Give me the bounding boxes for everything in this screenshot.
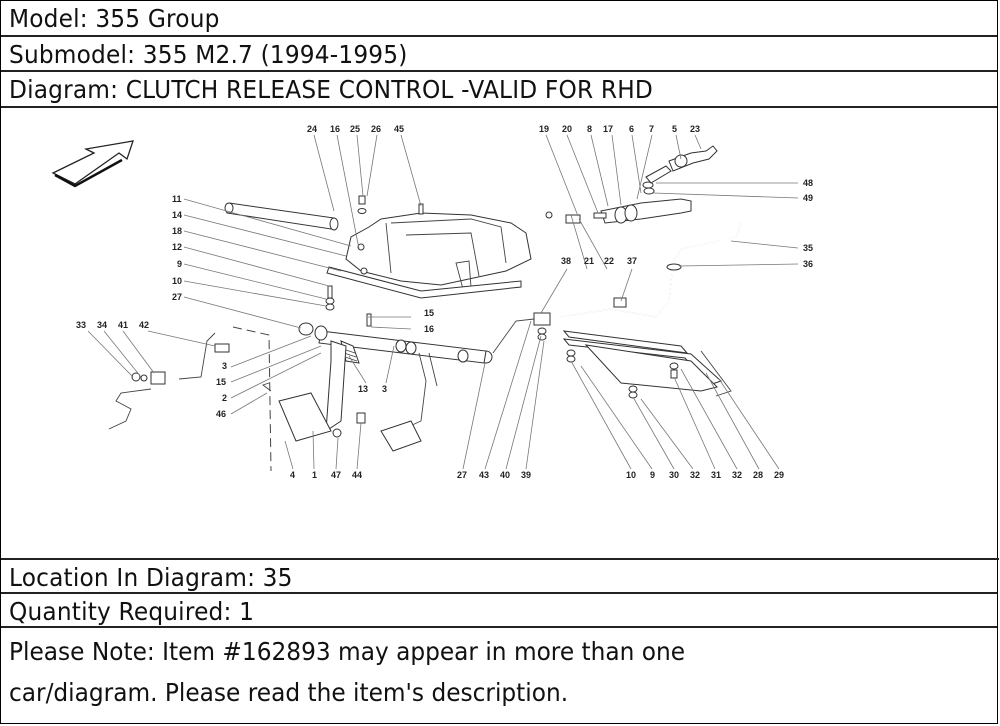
callout: 13 [358,384,368,394]
bracket-plate-part [562,330,732,399]
callout: 10 [626,470,636,480]
callout: 15 [424,308,434,318]
diagram-svg: 24 16 25 26 45 19 20 8 17 6 7 5 23 48 49… [51,124,813,480]
rod-part [224,202,339,231]
callout: 30 [669,470,679,480]
callout: 2 [222,393,227,403]
pedal-assembly-part [214,313,487,452]
arrow-up-right-icon [51,140,134,188]
callout: 32 [690,470,700,480]
callouts-pedal: 33 34 41 42 3 15 2 46 15 16 13 3 [76,308,434,419]
callout: 47 [331,470,341,480]
callouts-right: 48 49 35 36 [803,178,813,269]
callout: 27 [457,470,467,480]
callout: 17 [603,124,613,134]
callout: 31 [711,470,721,480]
callout: 1 [312,470,317,480]
callouts-top: 24 16 25 26 45 19 20 8 17 6 7 5 23 [307,124,700,134]
callout: 21 [584,256,594,266]
callout: 33 [76,320,86,330]
callout: 5 [672,124,677,134]
diagram-title: Diagram: CLUTCH RELEASE CONTROL -VALID F… [9,75,653,104]
callout: 45 [394,124,404,134]
model-label: Model: 355 Group [9,4,220,33]
callout: 10 [172,276,182,286]
leader-lines [87,134,799,470]
callout: 23 [690,124,700,134]
callout: 48 [803,178,813,188]
left-line-part [108,326,272,472]
callout: 3 [382,384,387,394]
callout: 7 [649,124,654,134]
location-row: Location In Diagram: 35 [1,560,997,594]
callout: 35 [803,243,813,253]
callouts-left: 11 14 18 12 9 10 27 [172,194,182,302]
callout: 6 [629,124,634,134]
callout: 24 [307,124,317,134]
callout: 16 [330,124,340,134]
callout: 26 [371,124,381,134]
quantity-row: Quantity Required: 1 [1,594,997,628]
model-row: Model: 355 Group [1,1,997,37]
exploded-parts-diagram: 24 16 25 26 45 19 20 8 17 6 7 5 23 48 49… [1,108,999,560]
callouts-mid: 38 21 22 37 [561,256,637,266]
callout: 4 [290,470,295,480]
callout: 11 [172,194,182,204]
callout: 39 [521,470,531,480]
callout: 28 [753,470,763,480]
note-row: Please Note: Item #162893 may appear in … [1,628,997,725]
quantity-label: Quantity Required: 1 [9,597,255,626]
note-line-1: Please Note: Item #162893 may appear in … [9,637,686,666]
callout: 49 [803,193,813,203]
diagram-title-row: Diagram: CLUTCH RELEASE CONTROL -VALID F… [1,72,997,108]
callout: 42 [139,320,149,330]
callout: 41 [118,320,128,330]
hydraulic-pipe-part [479,222,742,364]
callout: 46 [216,409,226,419]
callout: 20 [562,124,572,134]
master-cylinder-part [545,145,718,224]
callout: 3 [222,361,227,371]
submodel-row: Submodel: 355 M2.7 (1994-1995) [1,37,997,72]
callout: 29 [774,470,784,480]
callout: 44 [352,470,362,480]
callout: 36 [803,259,813,269]
callout: 37 [627,256,637,266]
callout: 25 [350,124,360,134]
note-line-2: car/diagram. Please read the item's desc… [9,678,569,707]
callout: 15 [216,377,226,387]
submodel-label: Submodel: 355 M2.7 (1994-1995) [9,40,408,69]
callout: 12 [172,242,182,252]
callout: 40 [500,470,510,480]
callout: 14 [172,210,182,220]
callouts-bottom: 4 1 47 44 27 43 40 39 10 9 30 32 31 32 2… [290,470,784,480]
callout: 32 [732,470,742,480]
callout: 9 [177,259,182,269]
callout: 38 [561,256,571,266]
callout: 9 [650,470,655,480]
callout: 22 [604,256,614,266]
callout: 16 [424,324,434,334]
callout: 43 [479,470,489,480]
callout: 27 [172,292,182,302]
callout: 19 [539,124,549,134]
gearbox-cover-part [325,195,532,311]
callout: 8 [587,124,592,134]
location-label: Location In Diagram: 35 [9,563,293,592]
callout: 18 [172,226,182,236]
callout: 34 [97,320,107,330]
